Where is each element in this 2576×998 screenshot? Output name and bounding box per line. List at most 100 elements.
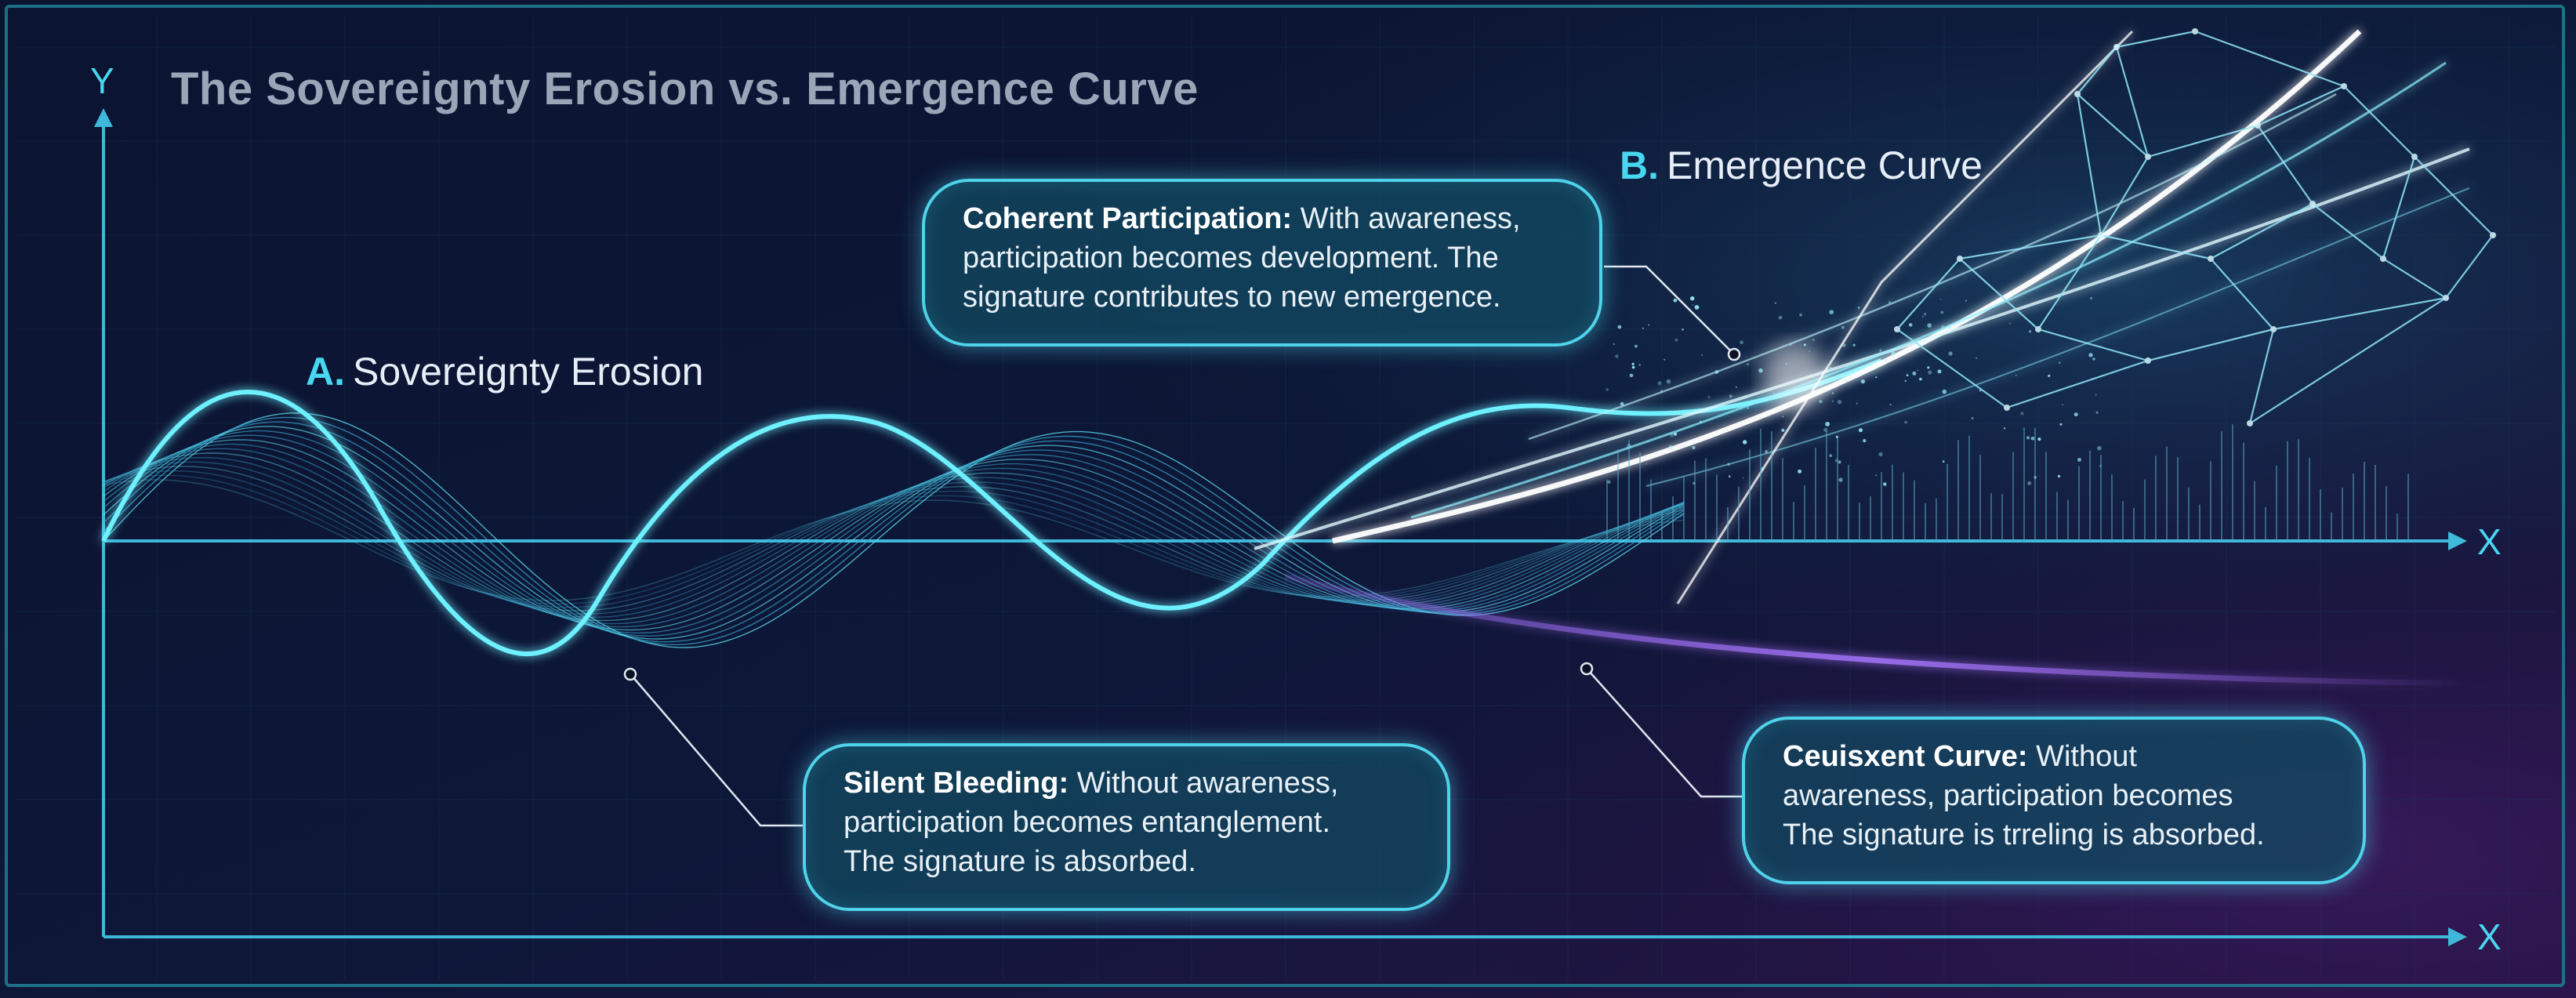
particle bbox=[1971, 417, 1974, 419]
wave-strand bbox=[103, 479, 1685, 601]
network-edge bbox=[2414, 156, 2494, 236]
particle bbox=[1923, 313, 1927, 316]
particle bbox=[1729, 475, 1731, 477]
particle bbox=[2095, 394, 2097, 396]
network-edge bbox=[2210, 203, 2313, 259]
network-edge bbox=[2382, 156, 2416, 259]
network-edge bbox=[1896, 328, 2008, 408]
particle bbox=[1778, 315, 1783, 320]
x-axis-label-bottom: X bbox=[2477, 916, 2502, 957]
particle bbox=[1829, 367, 1833, 371]
particle bbox=[1785, 363, 1787, 365]
curve-a-letter: A. bbox=[306, 350, 345, 394]
particle bbox=[1942, 389, 1947, 394]
network-node bbox=[2411, 154, 2418, 160]
network-edge bbox=[2312, 203, 2384, 259]
particle bbox=[1690, 296, 1695, 301]
particle bbox=[1742, 477, 1744, 479]
network-edge bbox=[1959, 258, 2039, 330]
particle bbox=[1631, 365, 1635, 369]
network-node bbox=[2035, 326, 2041, 332]
particle bbox=[1979, 389, 1982, 392]
particle bbox=[1773, 393, 1776, 395]
particle bbox=[1965, 299, 1967, 302]
particle bbox=[1976, 357, 1978, 359]
emergence-line bbox=[1645, 187, 2470, 487]
network-node bbox=[2208, 256, 2214, 262]
particle bbox=[2097, 445, 2102, 451]
particle bbox=[2037, 437, 2041, 441]
particle bbox=[1883, 482, 1887, 486]
particle bbox=[1912, 371, 1917, 376]
particle bbox=[1947, 325, 1951, 329]
particle bbox=[2062, 404, 2064, 406]
particle bbox=[1838, 460, 1841, 464]
particle bbox=[1837, 400, 1842, 405]
particle bbox=[2059, 361, 2061, 365]
particle bbox=[2026, 436, 2030, 440]
callout-silent-title: Silent Bleeding: bbox=[844, 767, 1069, 800]
network-node bbox=[2145, 357, 2151, 364]
callout-silent-text-2: participation becomes entanglement. bbox=[844, 806, 1331, 839]
network-edge bbox=[2077, 93, 2149, 158]
callout-ceuisxent-title: Ceuisxent Curve: bbox=[1783, 740, 2028, 773]
network-node bbox=[2074, 91, 2081, 97]
particle bbox=[1758, 368, 1763, 373]
particle bbox=[1692, 445, 1696, 450]
wave-strand bbox=[103, 456, 1685, 619]
wave-strand bbox=[103, 461, 1685, 615]
network-node bbox=[1894, 326, 1900, 332]
particle bbox=[1743, 440, 1747, 445]
particle bbox=[1673, 298, 1678, 303]
network-edge bbox=[2194, 30, 2345, 88]
callout-coherent-participation: Coherent Participation: With awareness, … bbox=[922, 179, 1602, 347]
particle bbox=[2030, 437, 2035, 441]
particle bbox=[1789, 343, 1792, 347]
network-edge bbox=[2343, 85, 2415, 158]
wave-strand bbox=[103, 470, 1685, 608]
particle bbox=[1891, 351, 1896, 356]
particle bbox=[1735, 386, 1737, 388]
callout-leaders bbox=[623, 265, 1742, 827]
y-axis-label: Y bbox=[90, 60, 114, 101]
particle bbox=[1906, 374, 1909, 376]
particle bbox=[2057, 474, 2061, 478]
curve-b-name: Emergence Curve bbox=[1667, 143, 1983, 187]
particle bbox=[1860, 379, 1866, 384]
network-edge bbox=[2147, 328, 2274, 362]
wave-strand bbox=[103, 430, 1685, 637]
particle bbox=[1823, 427, 1828, 432]
network-node bbox=[2247, 420, 2253, 426]
particle bbox=[1927, 366, 1930, 369]
particle bbox=[1835, 435, 1838, 438]
particle bbox=[2059, 423, 2063, 426]
particle bbox=[1829, 310, 1834, 314]
network-node bbox=[2341, 83, 2347, 89]
particle bbox=[1812, 338, 1815, 342]
outer-frame bbox=[5, 5, 2565, 987]
particle bbox=[1664, 358, 1666, 361]
particle bbox=[1627, 444, 1632, 448]
particle bbox=[1657, 381, 1662, 386]
leader-silent-dot bbox=[623, 667, 637, 681]
particle bbox=[2034, 476, 2037, 479]
particle bbox=[2088, 353, 2093, 357]
particle bbox=[1666, 379, 1671, 384]
particle bbox=[1729, 394, 1732, 398]
particle bbox=[1908, 323, 1913, 327]
wave-strand bbox=[103, 466, 1685, 612]
particle bbox=[1721, 402, 1725, 406]
particle bbox=[1940, 310, 1944, 314]
network-edge bbox=[2210, 258, 2274, 330]
particle bbox=[2020, 412, 2024, 416]
particle bbox=[1834, 459, 1838, 463]
particle bbox=[1829, 454, 1832, 457]
callout-ceuisxent-curve: Ceuisxent Curve: Without awareness, part… bbox=[1742, 717, 2366, 884]
network-edge bbox=[2076, 93, 2103, 236]
wave-strand bbox=[103, 452, 1685, 622]
emergence-line bbox=[1332, 29, 2362, 544]
particle bbox=[1674, 338, 1678, 342]
particle bbox=[2027, 481, 2032, 485]
particle bbox=[1948, 351, 1953, 356]
particle bbox=[1727, 463, 1730, 466]
